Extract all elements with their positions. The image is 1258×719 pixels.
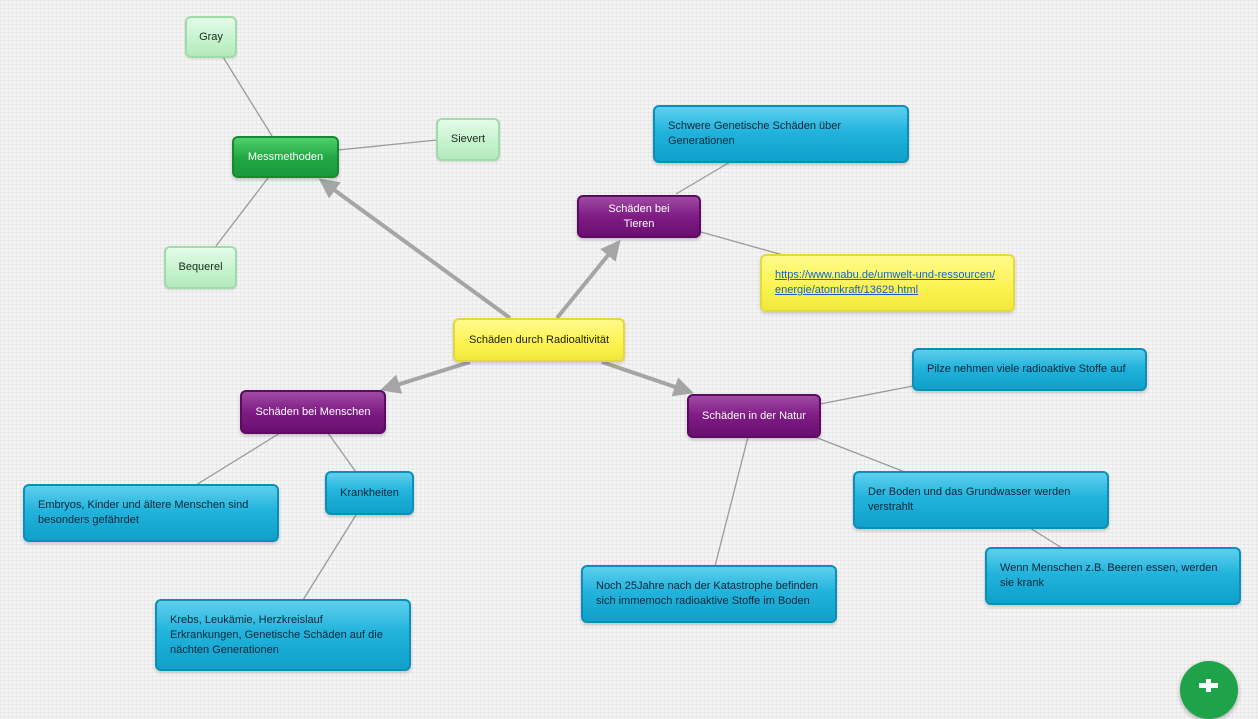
node-center-topic-label: Schäden durch Radioaltivität xyxy=(468,333,610,346)
node-bequerel-label: Bequerel xyxy=(178,261,223,273)
node-schaeden-bei-menschen-label: Schäden bei Menschen xyxy=(255,405,371,418)
node-schaeden-bei-tieren[interactable]: Schäden bei Tieren xyxy=(577,195,701,238)
connector-lines xyxy=(195,56,1063,601)
line-messmethoden-sievert xyxy=(337,139,438,151)
node-schaeden-in-der-natur[interactable]: Schäden in der Natur xyxy=(687,394,821,438)
node-center-topic[interactable]: Schäden durch Radioaltivität xyxy=(453,318,625,362)
node-embryos[interactable]: Embryos, Kinder und ältere Menschen sind… xyxy=(23,484,279,542)
node-pilze-label: Pilze nehmen viele radioaktive Stoffe au… xyxy=(927,363,1126,375)
line-messmethoden-bequerel xyxy=(215,177,269,247)
node-gray[interactable]: Gray xyxy=(185,16,237,58)
add-node-button[interactable] xyxy=(1180,661,1238,719)
line-natur-jahre xyxy=(714,436,749,567)
line-menschen-krankheiten xyxy=(327,432,357,473)
node-sievert-label: Sievert xyxy=(450,133,486,145)
line-tiere-nabu xyxy=(700,231,784,256)
node-krebs[interactable]: Krebs, Leukämie, Herzkreislauf Erkrankun… xyxy=(155,599,411,671)
node-embryos-label: Embryos, Kinder und ältere Menschen sind… xyxy=(38,499,249,526)
line-krankheiten-krebs xyxy=(302,514,357,601)
node-krankheiten-label: Krankheiten xyxy=(340,486,399,499)
node-25-jahre[interactable]: Noch 25Jahre nach der Katastrophe befind… xyxy=(581,565,837,623)
node-beeren[interactable]: Wenn Menschen z.B. Beeren essen, werden … xyxy=(985,547,1241,605)
line-menschen-embryos xyxy=(195,432,281,486)
node-krankheiten[interactable]: Krankheiten xyxy=(325,471,414,515)
line-tiere-genetisch xyxy=(675,161,731,195)
node-schaeden-bei-tieren-label: Schäden bei Tieren xyxy=(608,202,670,230)
line-boden-beeren xyxy=(1029,527,1063,549)
node-25-jahre-label: Noch 25Jahre nach der Katastrophe befind… xyxy=(596,580,818,607)
nabu-link[interactable]: https://www.nabu.de/umwelt-und-ressource… xyxy=(775,269,996,296)
node-schaeden-in-der-natur-label: Schäden in der Natur xyxy=(702,409,806,422)
line-messmethoden-gray xyxy=(222,56,273,137)
node-messmethoden-label: Messmethoden xyxy=(247,150,324,163)
arrow-center-to-messmethoden xyxy=(318,178,512,320)
node-boden-label: Der Boden und das Grundwasser werden ver… xyxy=(868,486,1071,513)
node-beeren-label: Wenn Menschen z.B. Beeren essen, werden … xyxy=(1000,562,1218,589)
node-bequerel[interactable]: Bequerel xyxy=(164,246,237,289)
node-genetische-schaeden[interactable]: Schwere Genetische Schäden über Generati… xyxy=(653,105,909,163)
node-schaeden-bei-menschen[interactable]: Schäden bei Menschen xyxy=(240,390,386,434)
node-messmethoden[interactable]: Messmethoden xyxy=(232,136,339,178)
arrow-center-to-tiere xyxy=(555,239,621,320)
node-krebs-label: Krebs, Leukämie, Herzkreislauf Erkrankun… xyxy=(170,613,383,656)
node-sievert[interactable]: Sievert xyxy=(436,118,500,161)
node-boden[interactable]: Der Boden und das Grundwasser werden ver… xyxy=(853,471,1109,529)
arrow-center-to-menschen xyxy=(380,360,471,394)
node-pilze[interactable]: Pilze nehmen viele radioaktive Stoffe au… xyxy=(912,348,1147,391)
arrow-center-to-natur xyxy=(601,360,694,397)
node-gray-label: Gray xyxy=(199,30,223,43)
node-genetische-schaeden-label: Schwere Genetische Schäden über Generati… xyxy=(668,120,842,147)
line-natur-pilze xyxy=(819,385,914,405)
node-nabu-link[interactable]: https://www.nabu.de/umwelt-und-ressource… xyxy=(760,254,1015,312)
line-natur-boden xyxy=(814,436,906,473)
